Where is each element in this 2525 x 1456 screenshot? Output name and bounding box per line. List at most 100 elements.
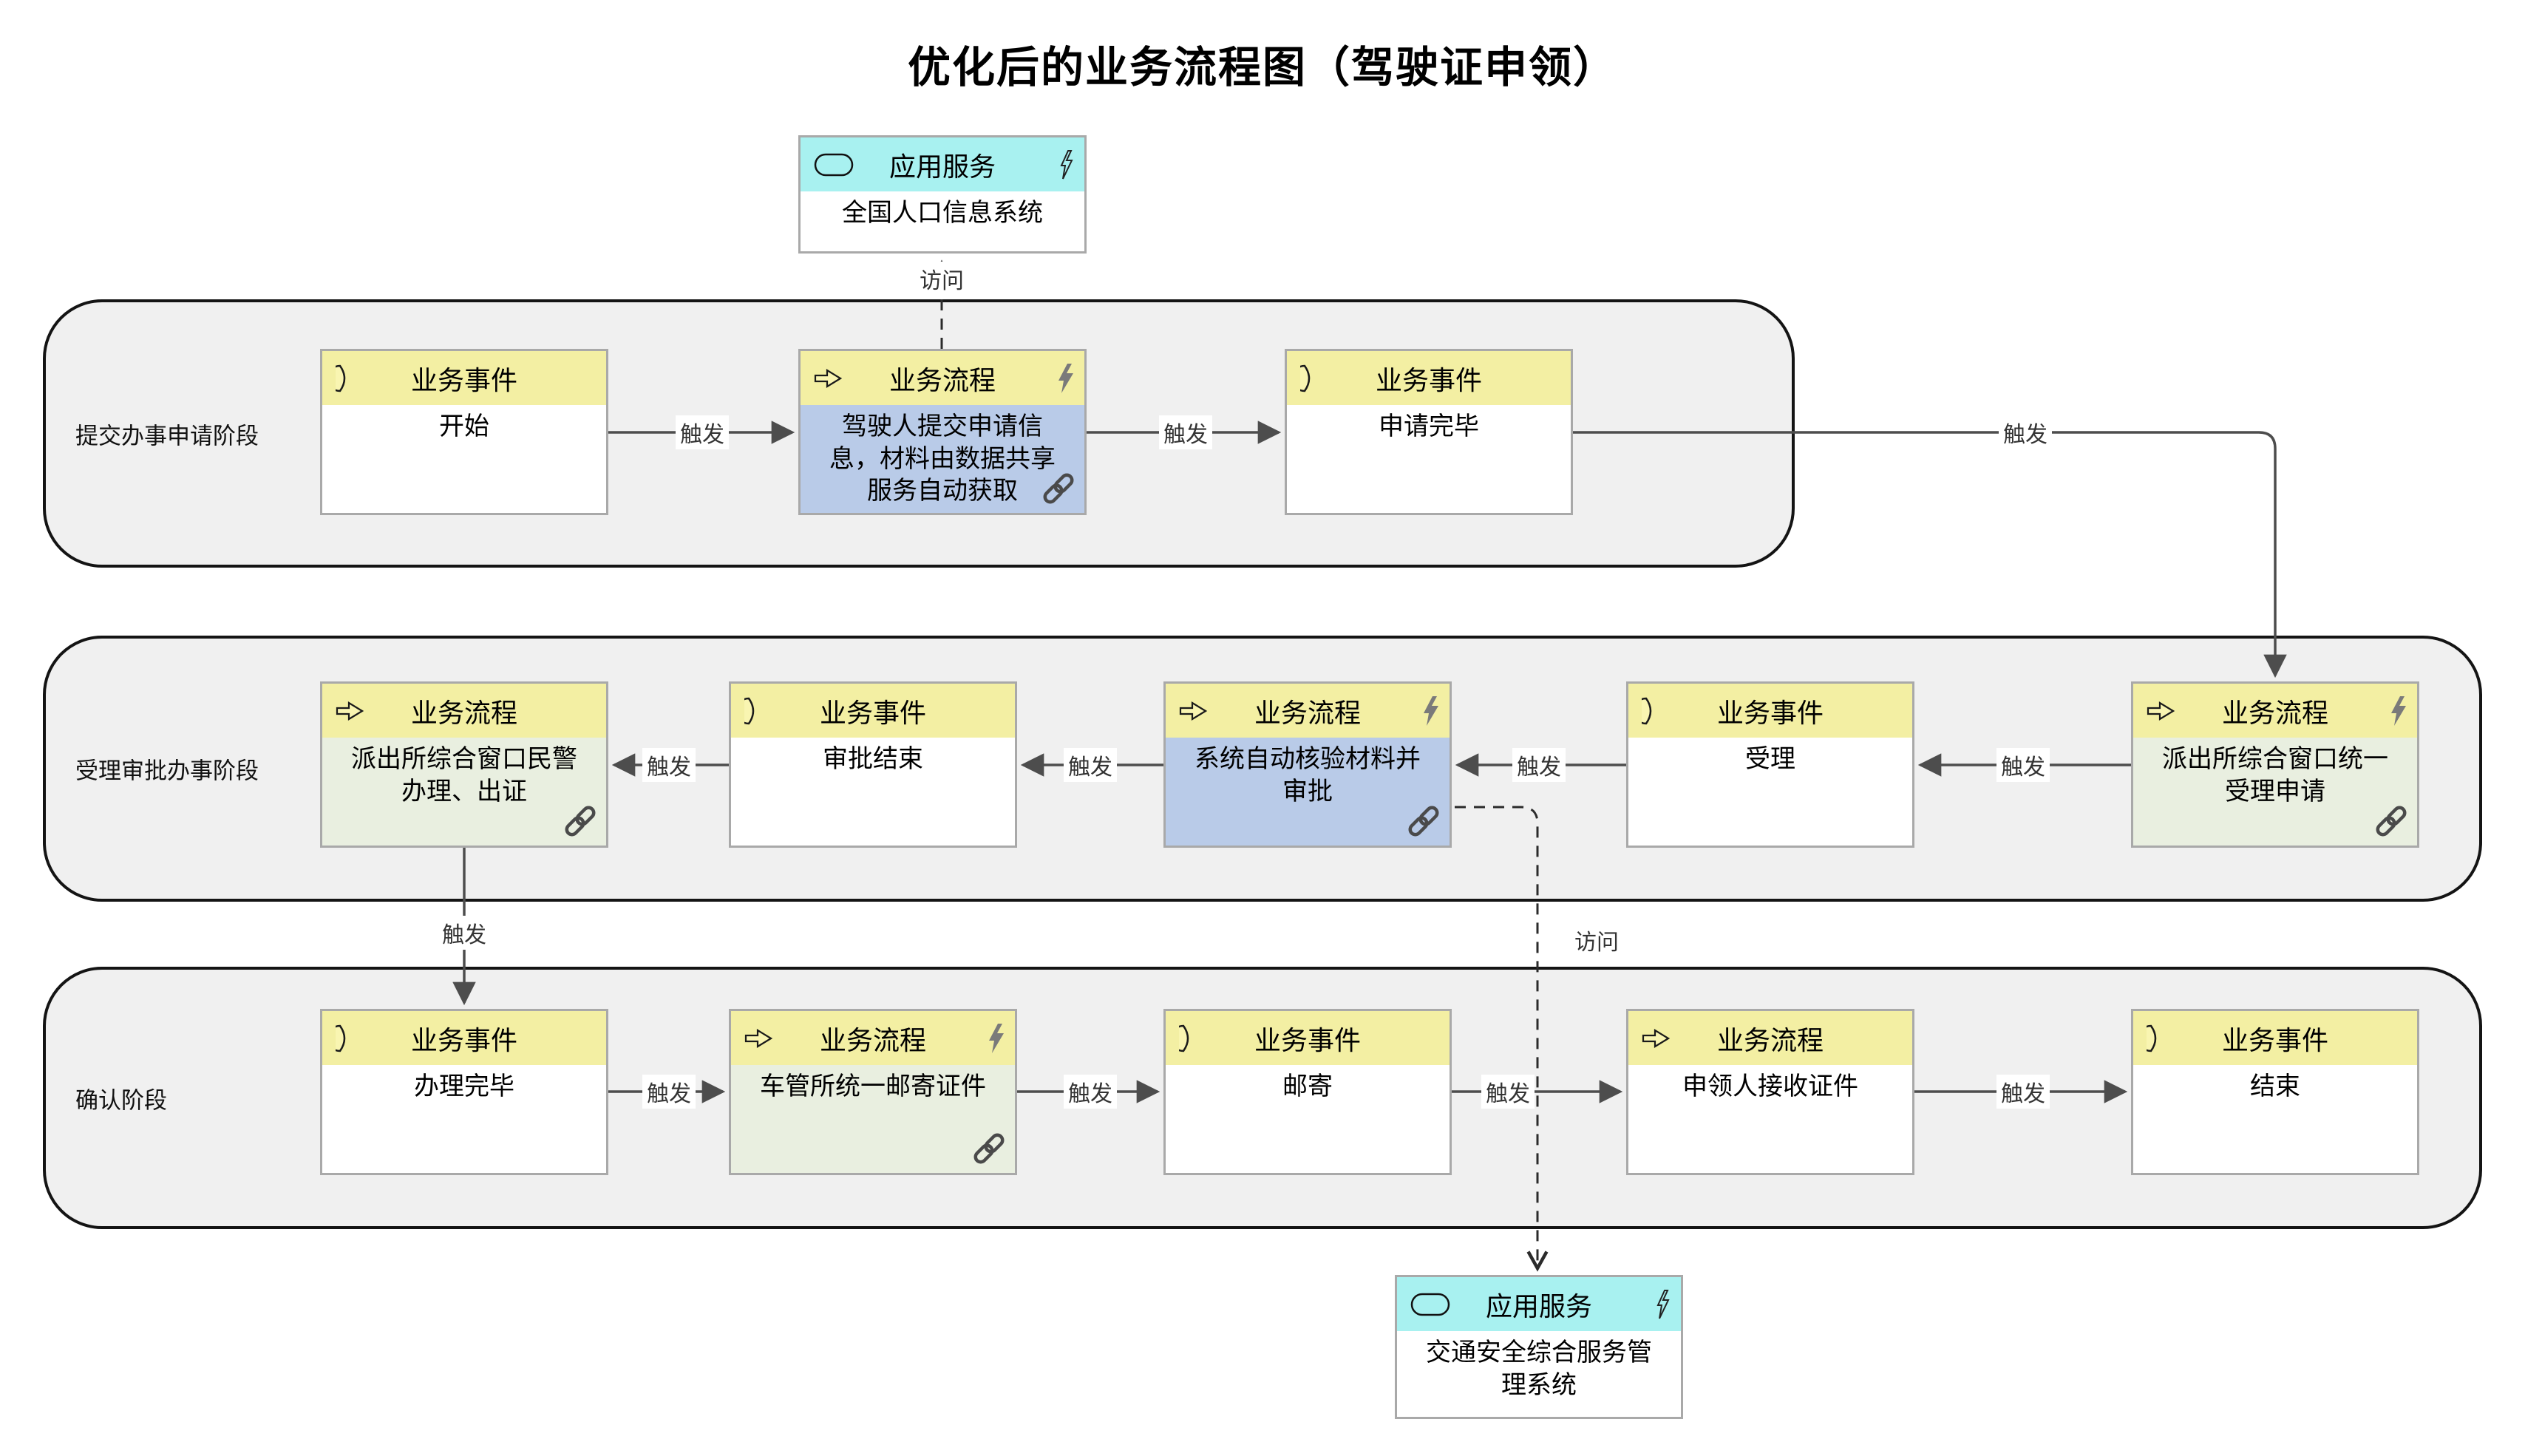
business-event-icon — [2137, 1024, 2173, 1053]
node-type-label: 业务流程 — [1716, 1025, 1824, 1056]
node-business-event-start[interactable]: 业务事件 开始 — [320, 349, 608, 515]
node-business-event-handle-done[interactable]: 业务事件 办理完毕 — [320, 1009, 608, 1175]
lightning-icon — [1058, 363, 1074, 393]
node-name: 派出所综合窗口统一受理申请 — [2133, 738, 2417, 846]
node-header: 业务流程 — [731, 1011, 1015, 1066]
trigger-label: 触发 — [438, 916, 491, 950]
link-icon — [1041, 472, 1075, 506]
node-type-label: 应用服务 — [888, 152, 996, 183]
link-icon — [2374, 804, 2408, 838]
trigger-label: 触发 — [642, 748, 696, 782]
node-business-process-police-handle[interactable]: 业务流程 派出所综合窗口民警办理、出证 — [320, 681, 608, 848]
node-header: 业务事件 — [1628, 684, 1912, 738]
node-type-label: 业务事件 — [2221, 1025, 2328, 1056]
node-header: 业务事件 — [322, 351, 606, 406]
trigger-label: 触发 — [1481, 1075, 1535, 1109]
node-type-label: 业务事件 — [410, 1025, 517, 1056]
node-type-label: 业务流程 — [2221, 698, 2328, 729]
node-name: 派出所综合窗口民警办理、出证 — [322, 738, 606, 846]
lightning-icon — [1423, 695, 1439, 726]
business-event-icon — [1632, 696, 1668, 726]
node-header: 业务事件 — [2133, 1011, 2417, 1066]
trigger-label: 触发 — [1996, 748, 2050, 782]
business-process-icon — [1642, 1027, 1671, 1050]
trigger-label: 触发 — [642, 1075, 696, 1109]
lightning-outline-icon — [1656, 1289, 1671, 1320]
access-label: 访问 — [1570, 923, 1623, 957]
business-event-icon — [1291, 364, 1327, 393]
node-header: 业务事件 — [731, 684, 1015, 738]
node-header: 业务流程 — [1166, 684, 1450, 738]
node-business-process-unified-accept[interactable]: 业务流程 派出所综合窗口统一受理申请 — [2131, 681, 2419, 848]
business-process-icon — [744, 1027, 773, 1050]
node-header: 业务流程 — [322, 684, 606, 738]
node-business-event-mail[interactable]: 业务事件 邮寄 — [1163, 1009, 1452, 1175]
node-header: 业务流程 — [801, 351, 1084, 406]
business-event-icon — [326, 1024, 362, 1053]
node-name: 开始 — [322, 405, 606, 513]
access-label: 访问 — [915, 262, 968, 296]
business-event-icon — [326, 364, 362, 393]
node-header: 业务事件 — [322, 1011, 606, 1066]
node-type-label: 业务事件 — [410, 365, 517, 396]
node-name: 全国人口信息系统 — [801, 191, 1084, 251]
trigger-label: 触发 — [1996, 1075, 2050, 1109]
business-event-icon — [1169, 1024, 1206, 1053]
node-name: 结束 — [2133, 1065, 2417, 1173]
trigger-label: 触发 — [1064, 748, 1117, 782]
node-business-event-end[interactable]: 业务事件 结束 — [2131, 1009, 2419, 1175]
node-business-process-auto-verify[interactable]: 业务流程 系统自动核验材料并审批 — [1163, 681, 1452, 848]
lane-label: 确认阶段 — [75, 1087, 167, 1114]
node-name: 申请完毕 — [1287, 405, 1571, 513]
node-name: 办理完毕 — [322, 1065, 606, 1173]
node-business-process-submit[interactable]: 业务流程 驾驶人提交申请信息，材料由数据共享服务自动获取 — [798, 349, 1087, 515]
node-type-label: 应用服务 — [1485, 1291, 1592, 1322]
node-name: 交通安全综合服务管理系统 — [1397, 1331, 1681, 1417]
node-name: 车管所统一邮寄证件 — [731, 1065, 1015, 1173]
access-arrow-autoverify-traffic — [1455, 806, 1549, 1272]
node-header: 应用服务 — [1397, 1277, 1681, 1332]
node-type-label: 业务事件 — [1716, 698, 1824, 729]
lightning-outline-icon — [1059, 149, 1074, 180]
node-business-event-accept[interactable]: 业务事件 受理 — [1626, 681, 1914, 848]
trigger-label: 触发 — [1064, 1075, 1117, 1109]
business-process-icon — [2147, 700, 2175, 722]
trigger-label: 触发 — [1159, 415, 1212, 449]
node-type-label: 业务流程 — [888, 365, 996, 396]
node-header: 业务流程 — [1628, 1011, 1912, 1066]
node-type-label: 业务事件 — [819, 698, 926, 729]
page-title: 优化后的业务流程图（驾驶证申领） — [907, 42, 1617, 92]
node-app-service-population[interactable]: 应用服务 全国人口信息系统 — [798, 135, 1087, 254]
trigger-label: 触发 — [676, 415, 729, 449]
node-name: 系统自动核验材料并审批 — [1166, 738, 1450, 846]
node-type-label: 业务事件 — [1254, 1025, 1361, 1056]
lane-label: 提交办事申请阶段 — [75, 423, 259, 449]
business-event-icon — [735, 696, 771, 726]
node-business-process-receive[interactable]: 业务流程 申领人接收证件 — [1626, 1009, 1914, 1175]
node-business-process-mail-cert[interactable]: 业务流程 车管所统一邮寄证件 — [729, 1009, 1017, 1175]
trigger-arrow-applydone-unifiedaccept — [1573, 431, 2287, 678]
trigger-label: 触发 — [1999, 415, 2052, 449]
node-header: 业务事件 — [1287, 351, 1571, 406]
trigger-label: 触发 — [1512, 748, 1566, 782]
application-service-icon — [1410, 1293, 1450, 1316]
node-business-event-apply-done[interactable]: 业务事件 申请完毕 — [1285, 349, 1573, 515]
link-icon — [1407, 804, 1441, 838]
node-name: 驾驶人提交申请信息，材料由数据共享服务自动获取 — [801, 405, 1084, 513]
node-name: 申领人接收证件 — [1628, 1065, 1912, 1173]
node-type-label: 业务流程 — [410, 698, 517, 729]
node-type-label: 业务流程 — [819, 1025, 926, 1056]
node-header: 业务流程 — [2133, 684, 2417, 738]
business-process-icon — [814, 367, 843, 389]
node-header: 应用服务 — [801, 137, 1084, 192]
link-icon — [563, 804, 597, 838]
node-business-event-approve-end[interactable]: 业务事件 审批结束 — [729, 681, 1017, 848]
node-type-label: 业务流程 — [1254, 698, 1361, 729]
node-type-label: 业务事件 — [1375, 365, 1482, 396]
application-service-icon — [814, 153, 854, 177]
node-name: 受理 — [1628, 738, 1912, 846]
lightning-icon — [2390, 695, 2407, 726]
node-name: 审批结束 — [731, 738, 1015, 846]
node-app-service-traffic[interactable]: 应用服务 交通安全综合服务管理系统 — [1395, 1275, 1683, 1419]
lightning-icon — [988, 1023, 1005, 1053]
